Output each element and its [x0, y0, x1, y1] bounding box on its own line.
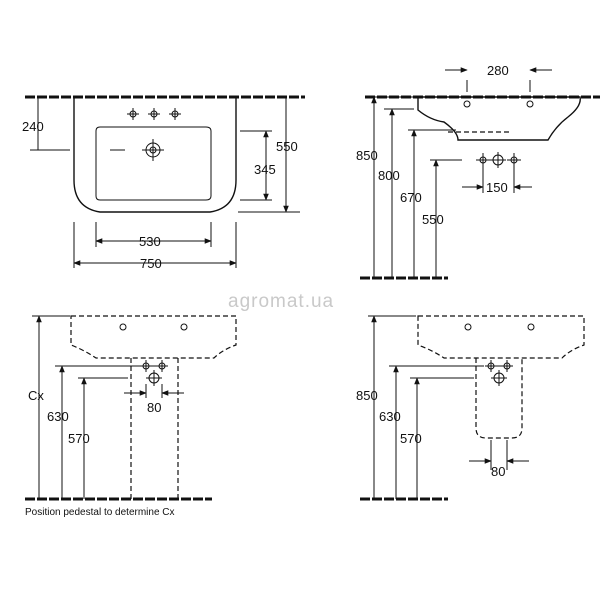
basin-front-view: 240 550 345 530 750: [22, 95, 305, 271]
tap-holes-icon: [476, 152, 521, 168]
dim-height-drain: 570: [68, 431, 90, 446]
dim-drain-width: 80: [491, 464, 505, 479]
dim-height-total: 850: [356, 388, 378, 403]
dim-height-total: 850: [356, 148, 378, 163]
dim-height-tap: 630: [47, 409, 69, 424]
basin-side-view: 280 850 800 670 550 150: [356, 63, 600, 280]
dim-drain-width: 80: [147, 400, 161, 415]
dim-overflow-spacing: 280: [487, 63, 509, 78]
drain-icon: [491, 370, 507, 386]
drain-icon: [110, 139, 164, 161]
dim-height-drain: 570: [400, 431, 422, 446]
dim-height-variable: Cx: [28, 388, 44, 403]
pedestal-note: Position pedestal to determine Cx: [25, 507, 175, 518]
tap-holes-icon: [140, 360, 168, 372]
basin-pedestal-view: 80 Cx 630 570: [25, 315, 237, 501]
tap-holes-icon: [127, 108, 181, 120]
dim-bowl-width: 530: [139, 234, 161, 249]
dim-height-tap: 670: [400, 190, 422, 205]
dim-height-drain: 550: [422, 212, 444, 227]
dim-total-height: 550: [276, 139, 298, 154]
dim-height-tap: 630: [379, 409, 401, 424]
dim-height-bottom: 800: [378, 168, 400, 183]
watermark: agromat.ua: [228, 291, 334, 312]
tap-holes-icon: [485, 360, 513, 372]
dim-bowl-height: 345: [254, 162, 276, 177]
drain-icon: [146, 370, 162, 386]
dim-tap-spacing: 150: [486, 180, 508, 195]
basin-semi-pedestal-view: 850 630 570 80: [356, 315, 585, 501]
dim-total-width: 750: [140, 256, 162, 271]
dim-depth: 240: [22, 119, 44, 134]
